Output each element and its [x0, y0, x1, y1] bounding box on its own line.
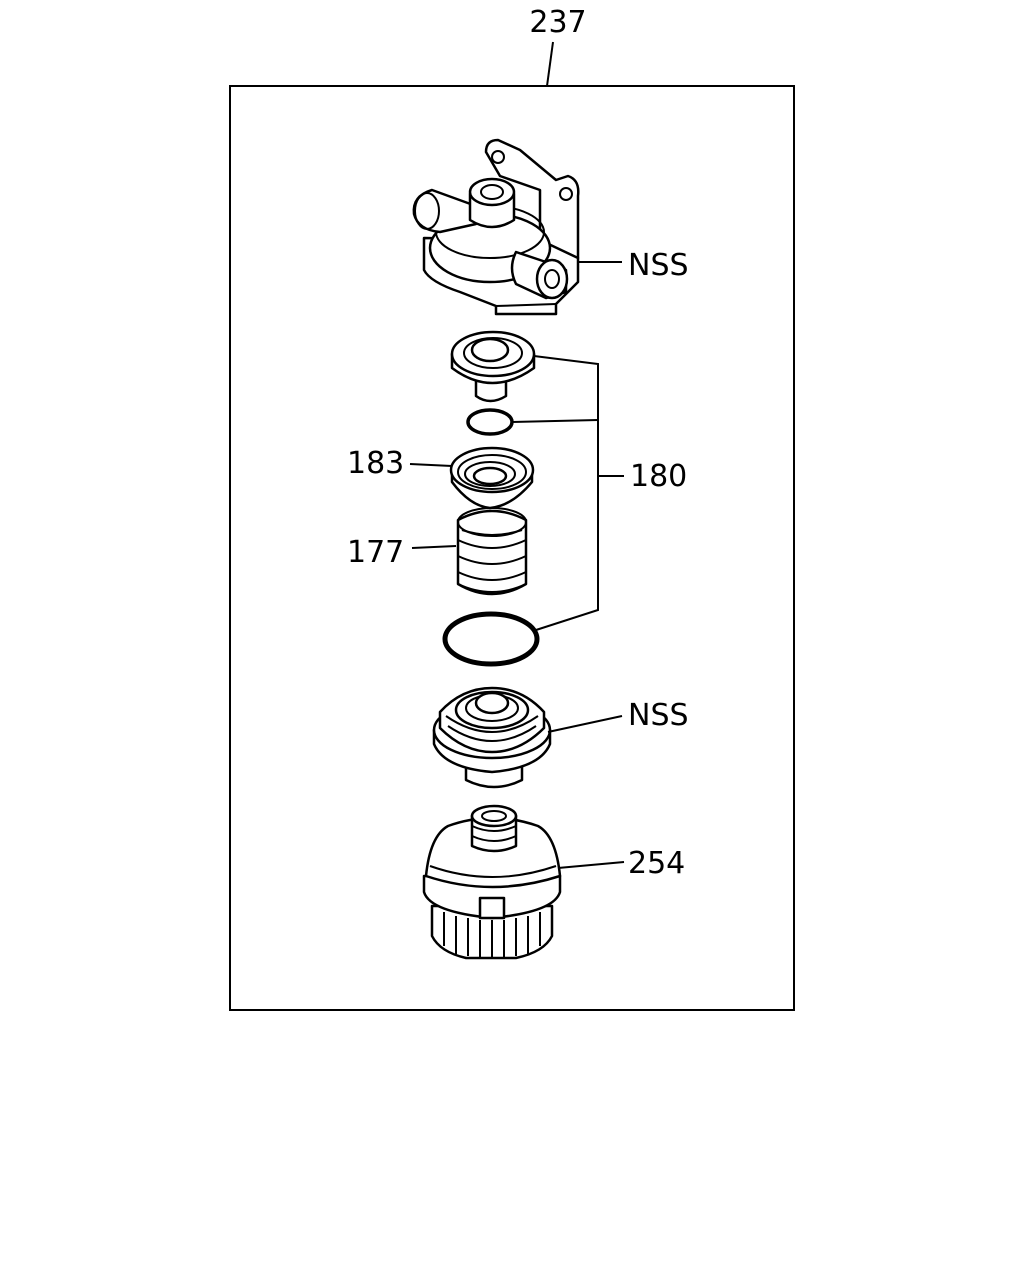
body-nss-callout: NSS — [628, 698, 689, 733]
head-nss-callout: NSS — [628, 248, 689, 283]
kit-callout: 180 — [630, 459, 687, 494]
seat-leader-line — [409, 463, 453, 467]
valve-piston-part — [450, 330, 536, 403]
kit-leader-lines — [511, 355, 624, 631]
spring-callout: 177 — [347, 535, 404, 570]
valve-body-part — [432, 686, 552, 789]
assembly-callout: 237 — [529, 5, 586, 40]
small-o-ring-part — [466, 408, 514, 436]
spring-part — [456, 507, 528, 596]
body-nss-leader-line — [547, 715, 623, 733]
large-o-ring-part — [442, 611, 540, 667]
cap-leader-line — [557, 861, 625, 869]
cap-part — [422, 804, 562, 960]
valve-head-part — [412, 138, 580, 316]
spring-leader-line — [411, 545, 457, 549]
seat-callout: 183 — [347, 446, 404, 481]
seat-part — [449, 446, 535, 510]
cap-callout: 254 — [628, 846, 685, 881]
assembly-frame — [229, 85, 795, 1011]
assembly-leader-line — [546, 41, 554, 87]
